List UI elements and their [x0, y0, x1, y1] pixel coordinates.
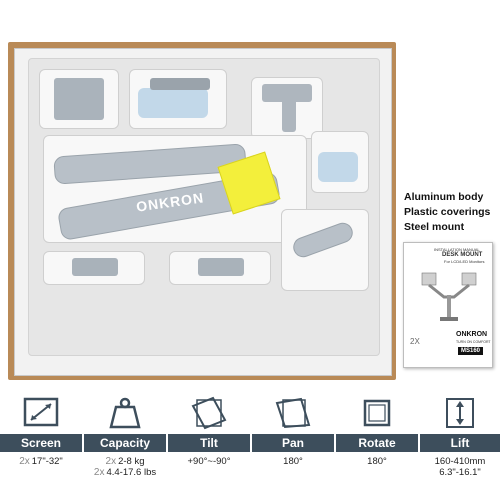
- tray-pocket: [129, 69, 227, 129]
- tray-pocket: [311, 131, 369, 193]
- spec-label: Screen: [0, 434, 82, 452]
- spec-value: 180°: [367, 456, 387, 467]
- foam-tray: ONKRON: [28, 58, 380, 356]
- arm-pocket: ONKRON: [43, 135, 307, 243]
- feature-item: Aluminum body: [404, 191, 484, 203]
- manual-title: DESK MOUNT: [442, 252, 483, 258]
- spec-pan: Pan 180°: [252, 394, 334, 495]
- spec-value: +90°~-90°: [187, 456, 231, 467]
- spec-tilt: Tilt +90°~-90°: [168, 394, 250, 495]
- manual-brand: ONKRON: [456, 331, 488, 338]
- manual-header: INSTALLATION MANUAL: [434, 247, 480, 252]
- spec-value: 160-410mm 6.3"-16.1": [434, 456, 486, 478]
- mount-illustration-icon: [421, 272, 477, 321]
- weight-icon: [109, 397, 141, 429]
- spec-rotate: Rotate 180°: [336, 394, 418, 495]
- tilt-icon: [191, 396, 227, 430]
- tray-pocket: [169, 251, 271, 285]
- pan-icon: [275, 397, 311, 429]
- tray-pocket: [281, 209, 369, 291]
- tray-pocket: [39, 69, 119, 129]
- feature-list: Aluminum body Plastic coverings Steel mo…: [404, 190, 490, 235]
- spec-lift: Lift 160-410mm 6.3"-16.1": [420, 394, 500, 495]
- spec-multiplier: 2x: [19, 456, 30, 467]
- tray-pocket: [251, 77, 323, 139]
- feature-item: Steel mount: [404, 221, 465, 233]
- spec-value: 180°: [283, 456, 303, 467]
- product-photo: ONKRON Aluminum body Plastic coverings S…: [8, 42, 493, 380]
- rotate-icon: [363, 399, 391, 427]
- feature-item: Plastic coverings: [404, 206, 491, 218]
- tray-pocket: [43, 251, 145, 285]
- spec-label: Pan: [252, 434, 334, 452]
- spec-label: Rotate: [336, 434, 418, 452]
- manual-multiplier: 2X: [410, 337, 420, 346]
- manual-subtitle: For LCD/LED Monitors: [444, 259, 485, 264]
- spec-label: Tilt: [168, 434, 250, 452]
- spec-multiplier: 2x: [105, 456, 117, 467]
- spec-label: Lift: [420, 434, 500, 452]
- screen-diagonal-icon: [23, 397, 59, 427]
- lift-icon: [446, 398, 474, 428]
- installation-manual: INSTALLATION MANUAL DESK MOUNT For LCD/L…: [403, 242, 493, 368]
- manual-model: MS160: [458, 347, 484, 355]
- manual-tagline: TURN ON COMFORT: [456, 340, 491, 344]
- spec-multiplier: 2x: [93, 467, 105, 478]
- spec-label: Capacity: [84, 434, 166, 452]
